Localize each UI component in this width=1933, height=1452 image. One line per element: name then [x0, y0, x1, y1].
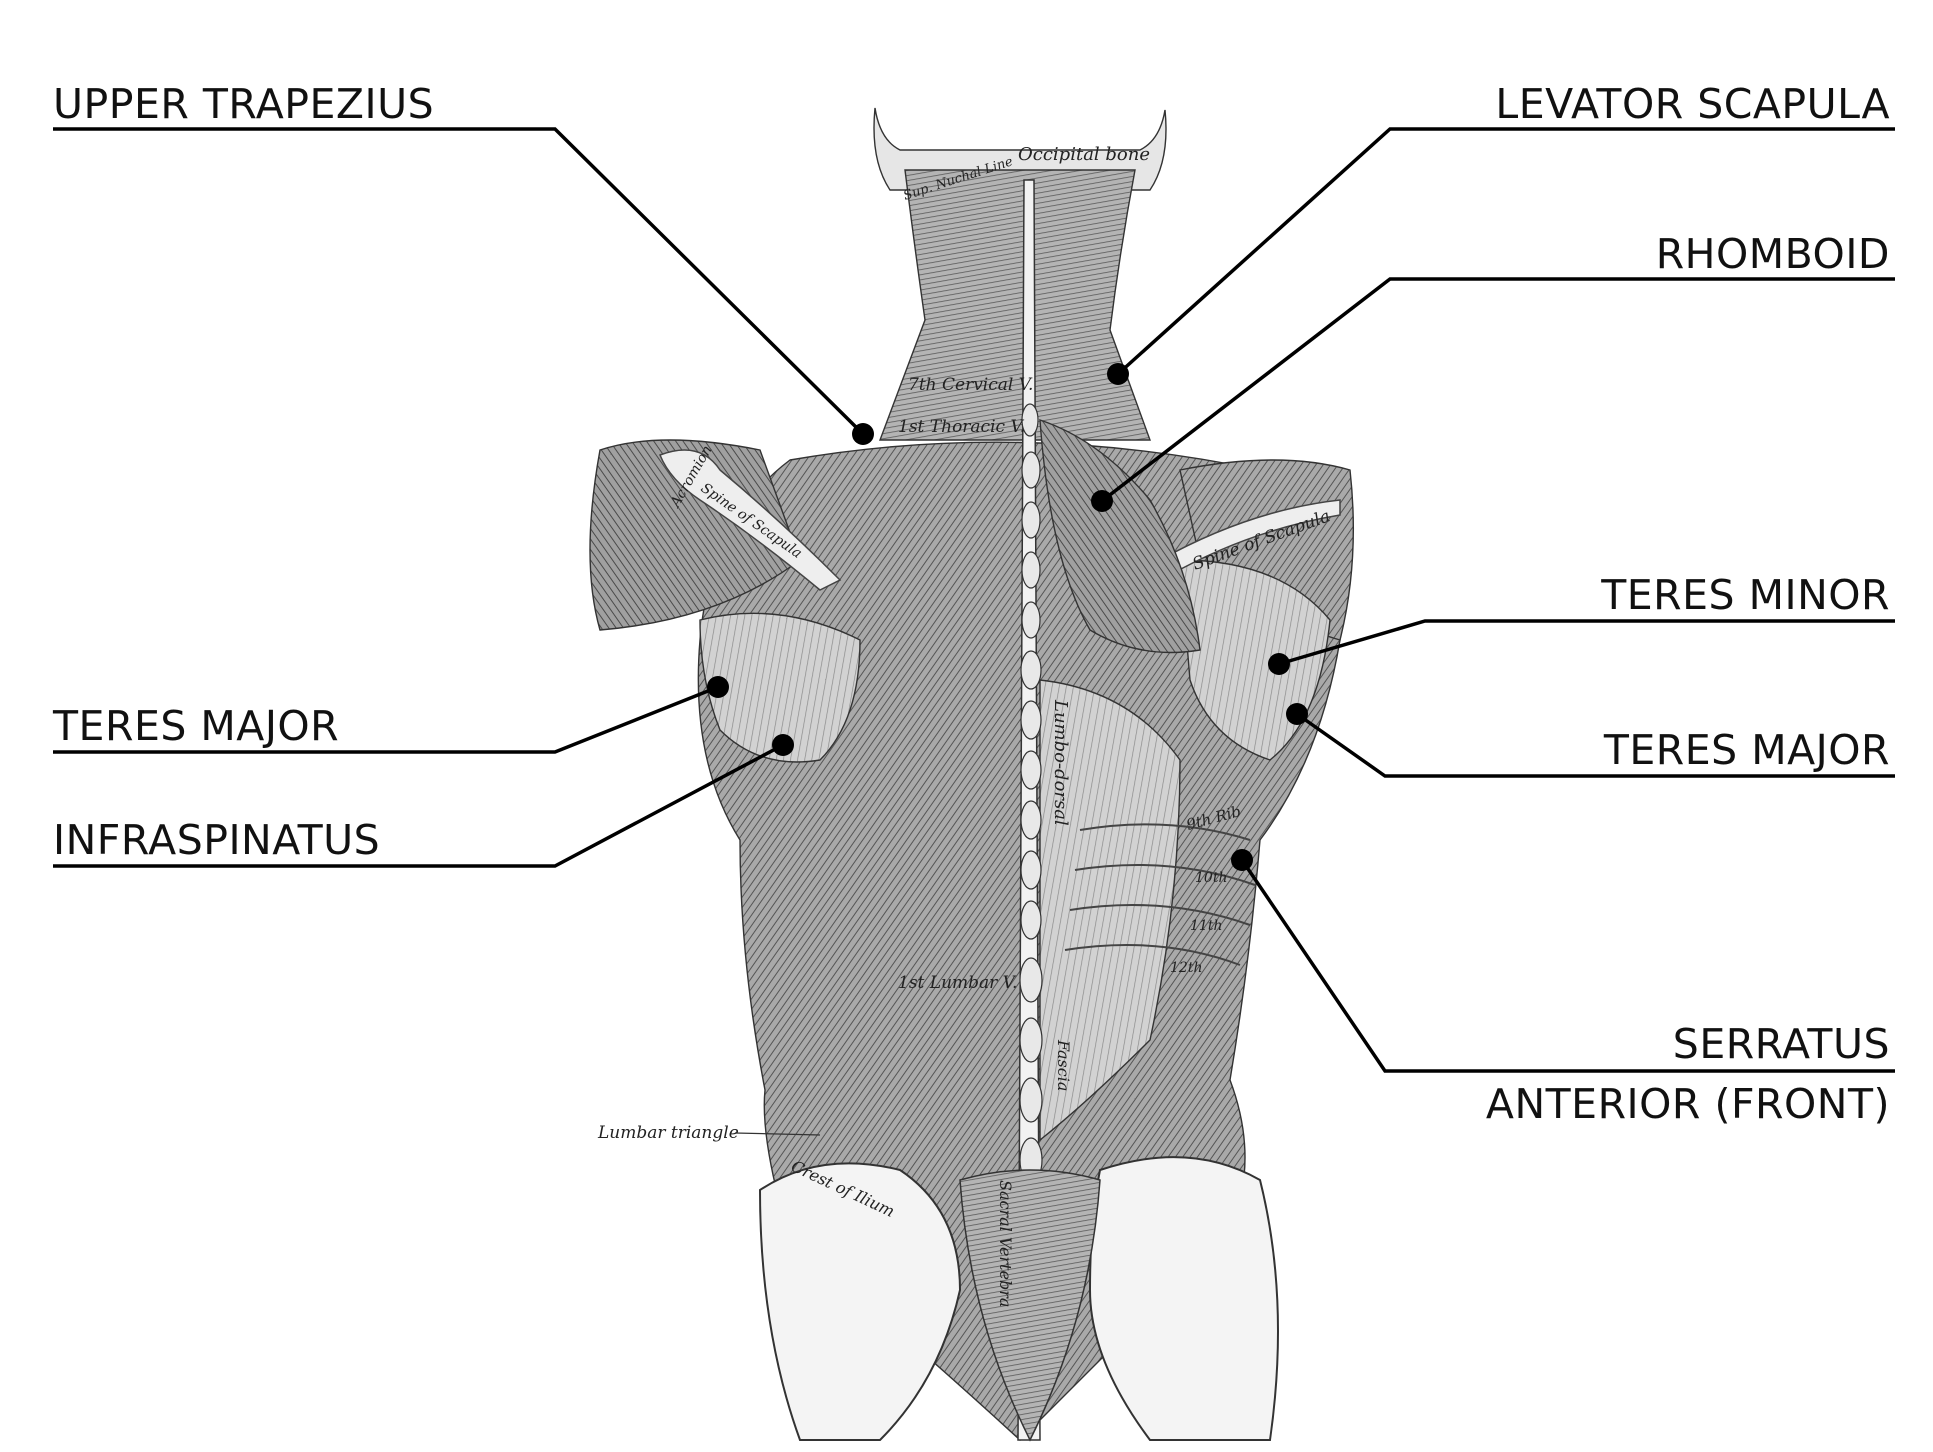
annotation-cervical-7: 7th Cervical V. [908, 375, 1033, 395]
leader-lines [53, 127, 1895, 1073]
label-serratus-line2: ANTERIOR (FRONT) [1486, 1080, 1890, 1128]
annotation-lumbar-triangle: Lumbar triangle [597, 1123, 739, 1143]
label-teres-minor: TERES MINOR [1600, 571, 1890, 619]
left-ilium-shape [758, 1162, 962, 1441]
leader-teres-major-left [53, 685, 719, 754]
dot-teres-major-right [1286, 703, 1308, 725]
lumbar-triangle-leader [734, 1132, 821, 1136]
dot-rhomboid [1091, 490, 1113, 512]
right-ilium-shape [1088, 1156, 1279, 1441]
label-teres-major-right: TERES MAJOR [1603, 726, 1890, 774]
left-scapula-shape [699, 612, 861, 763]
annotation-fascia: Fascia [1054, 1039, 1073, 1091]
vertebrae [1019, 403, 1043, 1243]
label-rhomboid: RHOMBOID [1656, 230, 1890, 278]
dot-upper-trapezius [852, 423, 874, 445]
label-upper-trapezius: UPPER TRAPEZIUS [53, 80, 434, 128]
label-teres-major-left: TERES MAJOR [52, 702, 339, 750]
left-deltoid-shape [589, 439, 801, 631]
neck-shape [878, 169, 1151, 441]
leader-levator-scapula [1116, 127, 1895, 376]
right-spine-of-scapula-shape [1158, 499, 1341, 576]
rhomboid-region-shape [1039, 419, 1201, 654]
leader-serratus-anterior [1240, 859, 1895, 1073]
leader-upper-trapezius [53, 127, 865, 436]
leader-rhomboid [1100, 277, 1895, 503]
leader-infraspinatus [53, 743, 784, 868]
dot-serratus-anterior [1231, 849, 1253, 871]
leader-teres-major-right [1295, 712, 1895, 778]
label-levator-scapula: LEVATOR SCAPULA [1495, 80, 1890, 128]
annotation-rib-11: 11th [1190, 918, 1222, 934]
dot-teres-major-left [707, 676, 729, 698]
annotation-rib-12: 12th [1170, 960, 1202, 976]
annotation-thoracic-1: 1st Thoracic V. [898, 417, 1025, 437]
annotation-sacral-vertebra: Sacral Vertebra [996, 1180, 1015, 1307]
sacrum-shape [959, 1169, 1101, 1442]
label-serratus-line1: SERRATUS [1673, 1020, 1890, 1068]
label-infraspinatus: INFRASPINATUS [53, 816, 380, 864]
leader-teres-minor [1278, 619, 1895, 666]
dot-teres-minor [1268, 653, 1290, 675]
annotation-occipital-bone: Occipital bone [1018, 144, 1150, 165]
torso-illustration [589, 107, 1355, 1442]
rib-lines [1064, 823, 1256, 966]
muscle-labels: UPPER TRAPEZIUS LEVATOR SCAPULA RHOMBOID… [52, 80, 1890, 1128]
dot-infraspinatus [772, 734, 794, 756]
annotation-lumbar-1: 1st Lumbar V. [898, 973, 1017, 993]
lumbar-fascia-shape [1039, 679, 1181, 1142]
dot-levator-scapula [1107, 363, 1129, 385]
annotation-rib-10: 10th [1195, 870, 1227, 886]
left-spine-of-scapula-shape [659, 449, 842, 591]
annotation-lumbo-dorsal: Lumbo-dorsal [1050, 699, 1071, 826]
